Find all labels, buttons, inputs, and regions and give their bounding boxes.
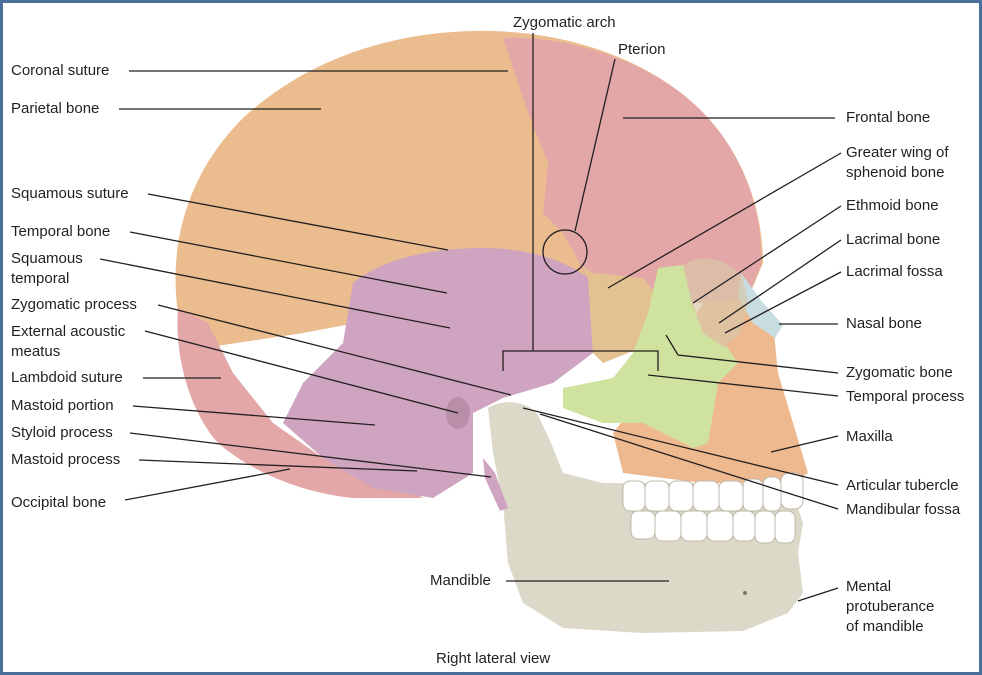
skull-illustration [99,30,842,633]
label-occipital-bone: Occipital bone [11,494,107,511]
leader-lacrimal-bone [718,239,842,324]
label-mental-protuberance-line3: of mandible [846,618,924,635]
leader-zygomatic-arch-bracket [502,350,659,371]
leader-articular-tubercle [522,407,839,486]
leader-temporal-bone [129,231,448,294]
occipital-bone-shape [177,308,423,498]
leader-external-acoustic [144,330,459,414]
sphenoid-bone-shape [563,233,663,363]
label-pterion: Pterion [618,41,666,58]
label-zygomatic-bone: Zygomatic bone [846,364,953,381]
label-lambdoid-suture: Lambdoid suture [11,369,123,386]
label-external-acoustic-line2: meatus [11,343,61,360]
label-coronal-suture: Coronal suture [11,62,110,79]
leader-lacrimal-fossa [724,271,842,334]
label-squamous-temporal-line1: Squamous [11,250,83,267]
label-frontal-bone: Frontal bone [846,109,931,126]
leader-mandibular-fossa [539,413,839,510]
label-greater-wing-line1: Greater wing of [846,144,949,161]
leader-pterion [574,58,616,232]
label-mental-protuberance-line2: protuberance [846,598,935,615]
leader-occipital-bone [124,468,291,501]
label-mandible: Mandible [430,572,491,589]
leader-zygomatic-bone [665,334,839,374]
orbit-shape [683,258,748,348]
pterion-circle [542,229,588,275]
label-parietal-bone: Parietal bone [11,100,100,117]
leader-temporal-process [647,374,839,397]
label-maxilla: Maxilla [846,428,893,445]
figure-caption: Right lateral view [436,650,551,667]
leader-styloid-process [129,432,492,478]
label-greater-wing-line2: sphenoid bone [846,164,945,181]
label-external-acoustic-line1: External acoustic [11,323,126,340]
leader-zygomatic-process [157,304,512,396]
leader-ethmoid-bone [692,205,842,304]
label-squamous-suture: Squamous suture [11,185,129,202]
styloid-process-shape [483,458,508,511]
nasal-bone-shape [738,273,783,338]
label-articular-tubercle: Articular tubercle [846,477,959,494]
label-mental-protuberance-line1: Mental [846,578,892,595]
leader-mental-protuberance [797,587,839,602]
label-styloid-process: Styloid process [11,424,113,441]
label-lacrimal-fossa: Lacrimal fossa [846,263,943,280]
leader-greater-wing [607,152,842,289]
label-temporal-bone: Temporal bone [11,223,111,240]
mental-foramen-dot [743,591,747,595]
leader-squamous-temporal [99,258,451,329]
label-nasal-bone: Nasal bone [846,315,922,332]
label-lacrimal-bone: Lacrimal bone [846,231,941,248]
label-zygomatic-process: Zygomatic process [11,296,137,313]
leader-mastoid-portion [132,405,376,426]
label-mastoid-process: Mastoid process [11,451,121,468]
leader-mastoid-process [138,459,418,472]
label-zygomatic-arch: Zygomatic arch [513,14,616,31]
label-mastoid-portion: Mastoid portion [11,397,114,414]
teeth-group [622,472,804,544]
label-mandibular-fossa: Mandibular fossa [846,501,961,518]
label-squamous-temporal-line2: temporal [11,270,70,287]
leader-lines [99,33,842,602]
label-ethmoid-bone: Ethmoid bone [846,197,939,214]
leader-squamous-suture [147,193,449,251]
label-temporal-process: Temporal process [846,388,965,405]
leader-maxilla [770,435,839,453]
